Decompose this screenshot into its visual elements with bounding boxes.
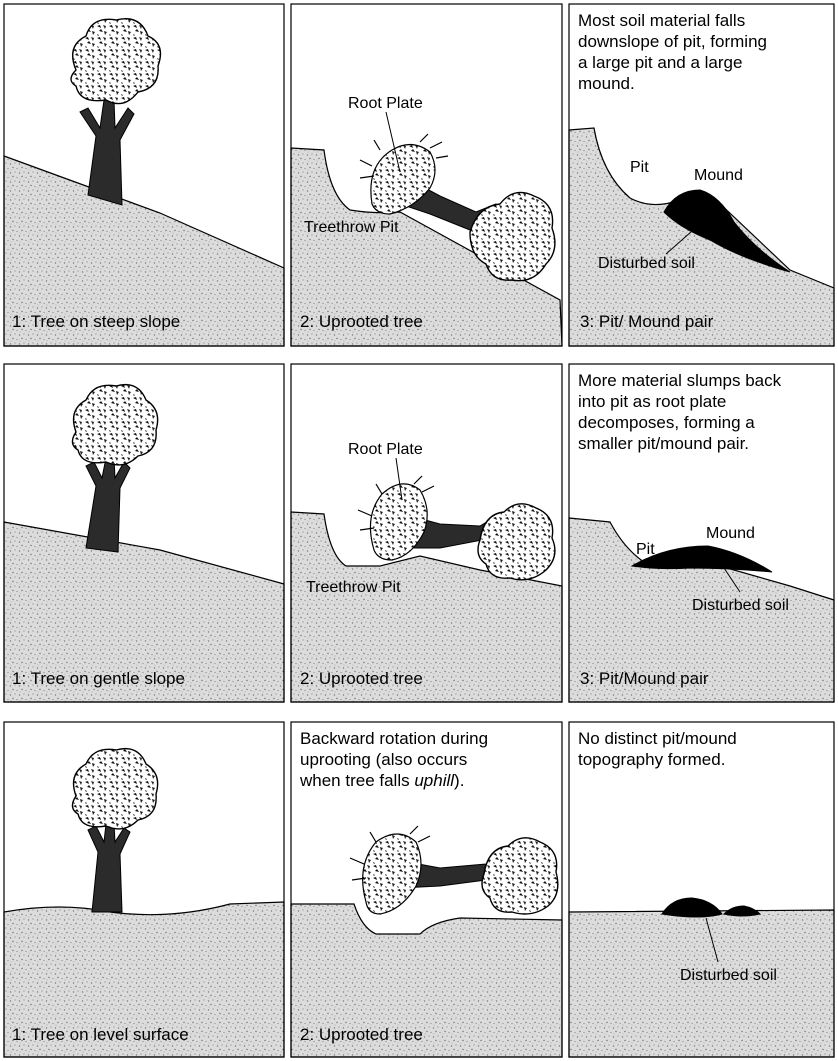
row-steep: 1: Tree on steep slope Root Plate Treeth… — [4, 4, 834, 346]
note-line: when tree falls uphill). — [299, 771, 464, 790]
mound-fill — [662, 898, 722, 917]
panel-caption: 2: Uprooted tree — [300, 669, 423, 688]
fallen-canopy — [482, 838, 558, 914]
note-line: downslope of pit, forming — [578, 32, 767, 51]
panel-gentle-uprooted: Root Plate Treethrow Pit 2: Uprooted tre… — [291, 364, 562, 702]
root-plate-label: Root Plate — [348, 95, 423, 112]
note-line: smaller pit/mound pair. — [578, 434, 749, 453]
panel-caption: 2: Uprooted tree — [300, 312, 423, 331]
note-line: Most soil material falls — [578, 11, 745, 30]
disturbed-soil-label: Disturbed soil — [598, 255, 695, 272]
panel-caption: 1: Tree on level surface — [12, 1025, 189, 1044]
note-line: decomposes, forming a — [578, 413, 755, 432]
tree-trunk — [88, 824, 130, 912]
panel-steep-pitmound: Most soil material falls downslope of pi… — [569, 4, 834, 346]
panel-gentle-pitmound: More material slumps back into pit as ro… — [569, 364, 834, 702]
note-text: ). — [454, 771, 464, 790]
tree-canopy — [72, 749, 157, 829]
root-plate — [363, 834, 421, 914]
note-line: topography formed. — [578, 750, 725, 769]
root-plate — [370, 484, 427, 560]
note-line: a large pit and a large — [578, 53, 742, 72]
tree-canopy — [72, 385, 157, 465]
panel-level-soil: No distinct pit/mound topography formed.… — [569, 722, 834, 1057]
pit-label: Pit — [636, 541, 655, 558]
panel-caption: 3: Pit/ Mound pair — [580, 312, 714, 331]
tree-canopy — [71, 19, 160, 104]
mound-label: Mound — [694, 167, 743, 184]
panel-steep-uprooted: Root Plate Treethrow Pit 2: Uprooted tre… — [291, 4, 562, 346]
note-line: mound. — [578, 74, 635, 93]
panel-caption: 1: Tree on gentle slope — [12, 669, 185, 688]
panel-caption: 2: Uprooted tree — [300, 1025, 423, 1044]
row-gentle: 1: Tree on gentle slope Root Plate Treet… — [4, 364, 834, 702]
note-line: Backward rotation during — [300, 729, 488, 748]
disturbed-soil-label: Disturbed soil — [680, 967, 777, 984]
panel-level-tree: 1: Tree on level surface — [4, 722, 284, 1057]
panel-note: No distinct pit/mound topography formed. — [578, 729, 741, 769]
panel-note: Backward rotation during uprooting (also… — [299, 729, 493, 790]
note-line: More material slumps back — [578, 371, 782, 390]
mound-label: Mound — [706, 525, 755, 542]
note-line: uprooting (also occurs — [300, 750, 467, 769]
note-text: when tree falls — [299, 771, 414, 790]
treethrow-pit-label: Treethrow Pit — [304, 219, 399, 236]
panel-caption: 3: Pit/Mound pair — [580, 669, 709, 688]
disturbed-soil-label: Disturbed soil — [692, 597, 789, 614]
tree-trunk — [86, 458, 130, 552]
note-emphasis: uphill — [414, 771, 455, 790]
note-line: into pit as root plate — [578, 392, 726, 411]
panel-gentle-tree: 1: Tree on gentle slope — [4, 364, 284, 702]
mound-fill-small — [724, 906, 760, 916]
panel-level-uprooted: Backward rotation during uprooting (also… — [291, 722, 562, 1057]
panel-note: Most soil material falls downslope of pi… — [578, 11, 772, 93]
note-line: No distinct pit/mound — [578, 729, 737, 748]
row-level: 1: Tree on level surface Backward rotati… — [4, 722, 834, 1057]
pit-label: Pit — [630, 159, 649, 176]
panel-steep-tree: 1: Tree on steep slope — [4, 4, 284, 346]
panel-note: More material slumps back into pit as ro… — [578, 371, 786, 453]
treethrow-pit-label: Treethrow Pit — [306, 579, 401, 596]
root-plate-label: Root Plate — [348, 441, 423, 458]
panel-caption: 1: Tree on steep slope — [12, 312, 180, 331]
fallen-canopy — [478, 504, 555, 580]
